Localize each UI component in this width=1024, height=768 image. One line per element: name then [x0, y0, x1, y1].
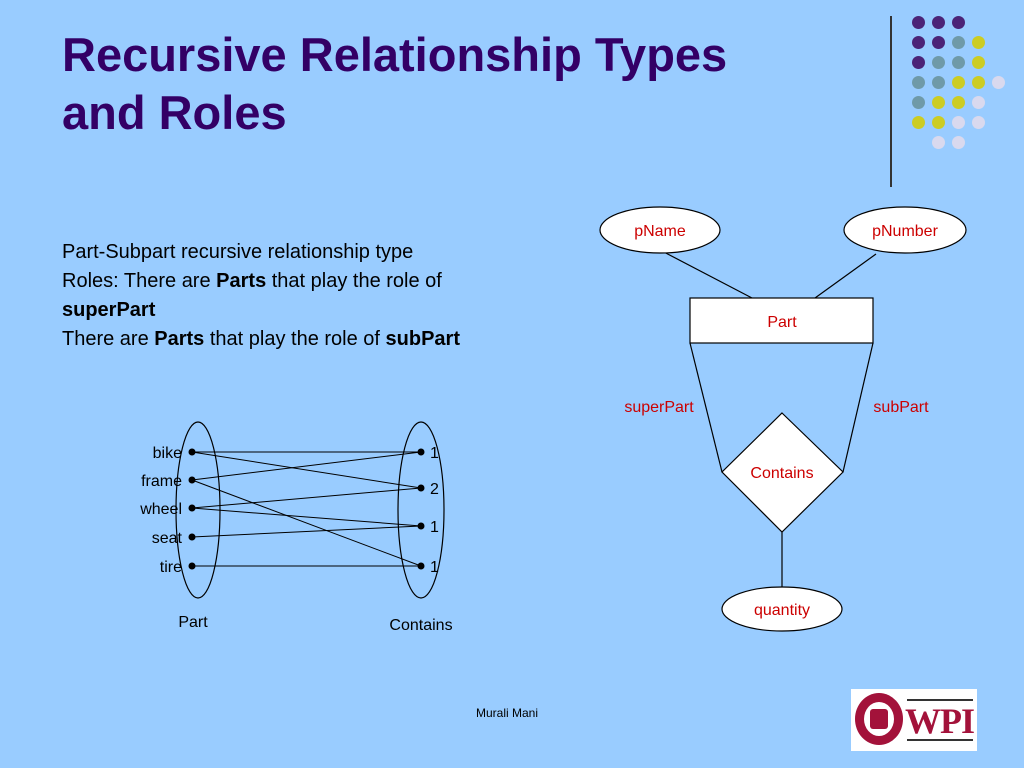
- body-line-4-mid: that play the role of: [204, 328, 386, 350]
- relationship-contains-label: Contains: [750, 465, 813, 482]
- body-line-1: Part-Subpart recursive relationship type: [62, 241, 414, 263]
- instance-link-line: [191, 451, 422, 481]
- wpi-logo-text: WPI: [905, 701, 975, 741]
- role-subpart-label: subPart: [873, 399, 929, 416]
- body-line-2-pre: Roles: There are: [62, 270, 217, 292]
- decorative-dot: [932, 36, 945, 49]
- body-line-4-pre: There are: [62, 328, 155, 350]
- part-instance-dot: [188, 448, 196, 456]
- er-diagram: pName pNumber Part Contains superPart su…: [599, 206, 967, 632]
- body-line-4-bold: Parts: [154, 328, 205, 350]
- decorative-dot: [912, 116, 925, 129]
- role-superpart-line: [689, 342, 723, 473]
- body-line-3-bold: superPart: [62, 299, 156, 321]
- footer-author: Murali Mani: [476, 706, 539, 720]
- decorative-dot: [952, 16, 965, 29]
- instance-link-line: [191, 479, 422, 567]
- part-instance-label: bike: [153, 445, 182, 462]
- decorative-dot: [952, 36, 965, 49]
- er-connector-pnumber: [814, 253, 877, 299]
- part-instance-dot: [188, 476, 196, 484]
- attribute-quantity-ellipse: [721, 586, 843, 632]
- title-divider: [890, 16, 892, 187]
- decorative-dot: [952, 56, 965, 69]
- decorative-dot: [972, 56, 985, 69]
- attribute-quantity-label: quantity: [754, 602, 810, 619]
- decorative-dot: [992, 76, 1005, 89]
- decorative-dot: [932, 116, 945, 129]
- decorative-dot: [932, 76, 945, 89]
- decorative-dot: [912, 36, 925, 49]
- instance-link-line: [191, 525, 422, 538]
- slide-body-text: Part-Subpart recursive relationship type…: [62, 238, 592, 354]
- body-line-4: There are Parts that play the role of su…: [62, 325, 592, 354]
- body-line-4-bold-2: subPart: [385, 328, 460, 350]
- slide-title-line-2: and Roles: [62, 86, 287, 139]
- slide-title-line-1: Recursive Relationship Types: [62, 28, 728, 81]
- instance-diagram: bike frame wheel seat tire 1 2 1 1 Part Contain…: [139, 421, 453, 634]
- contains-instance-dot: [417, 522, 425, 530]
- contains-instance-label: 2: [430, 481, 439, 498]
- contains-instance-dot: [417, 562, 425, 570]
- wpi-seal-icon: [855, 693, 903, 745]
- contains-instance-label: 1: [430, 519, 439, 536]
- body-line-2: Roles: There are Parts that play the rol…: [62, 267, 592, 296]
- body-line-3: superPart: [62, 296, 592, 325]
- decorative-dot: [932, 96, 945, 109]
- decorative-dot: [972, 96, 985, 109]
- decorative-dot: [912, 96, 925, 109]
- body-line-2-post: that play the role of: [266, 270, 442, 292]
- contains-instances: 1 2 1 1: [417, 445, 439, 576]
- role-superpart-label: superPart: [624, 399, 694, 416]
- er-connector-pname: [659, 249, 753, 299]
- part-set-label: Part: [178, 614, 208, 631]
- contains-set-label: Contains: [389, 617, 452, 634]
- slide-title: Recursive Relationship Types and Roles: [62, 26, 872, 142]
- contains-instance-dot: [417, 484, 425, 492]
- decorative-dot: [952, 96, 965, 109]
- part-instance-dot: [188, 533, 196, 541]
- part-instance-label: wheel: [139, 501, 182, 518]
- instance-link-line: [191, 507, 422, 527]
- part-instances: bike frame wheel seat tire: [139, 445, 196, 576]
- contains-set-ellipse: [397, 421, 445, 599]
- role-subpart-line: [842, 342, 874, 473]
- part-instance-dot: [188, 562, 196, 570]
- decorative-dot: [972, 116, 985, 129]
- attribute-pnumber-label: pNumber: [872, 223, 938, 240]
- part-instance-label: tire: [160, 559, 182, 576]
- decorative-dot: [912, 16, 925, 29]
- instance-links: [191, 451, 422, 567]
- decorative-dot: [932, 16, 945, 29]
- instance-link-line: [191, 487, 422, 509]
- attribute-pname-ellipse: [599, 206, 721, 254]
- part-instance-label: seat: [152, 530, 183, 547]
- decorative-dot: [912, 56, 925, 69]
- wpi-logo: WPI: [851, 689, 977, 751]
- decorative-dot: [932, 136, 945, 149]
- decorative-dot: [972, 36, 985, 49]
- body-line-2-bold: Parts: [216, 270, 267, 292]
- instance-link-line: [191, 451, 422, 489]
- decorative-dot: [912, 76, 925, 89]
- entity-part-label: Part: [767, 314, 797, 331]
- contains-instance-dot: [417, 448, 425, 456]
- decorative-dot: [932, 56, 945, 69]
- contains-instance-label: 1: [430, 559, 439, 576]
- part-instance-label: frame: [141, 473, 182, 490]
- decorative-dot: [952, 76, 965, 89]
- decorative-dot: [952, 136, 965, 149]
- contains-instance-label: 1: [430, 445, 439, 462]
- attribute-pnumber-ellipse: [843, 206, 967, 254]
- entity-part-box: [689, 297, 874, 344]
- attribute-pname-label: pName: [634, 223, 686, 240]
- decorative-dot: [952, 116, 965, 129]
- decorative-dot: [972, 76, 985, 89]
- part-instance-dot: [188, 504, 196, 512]
